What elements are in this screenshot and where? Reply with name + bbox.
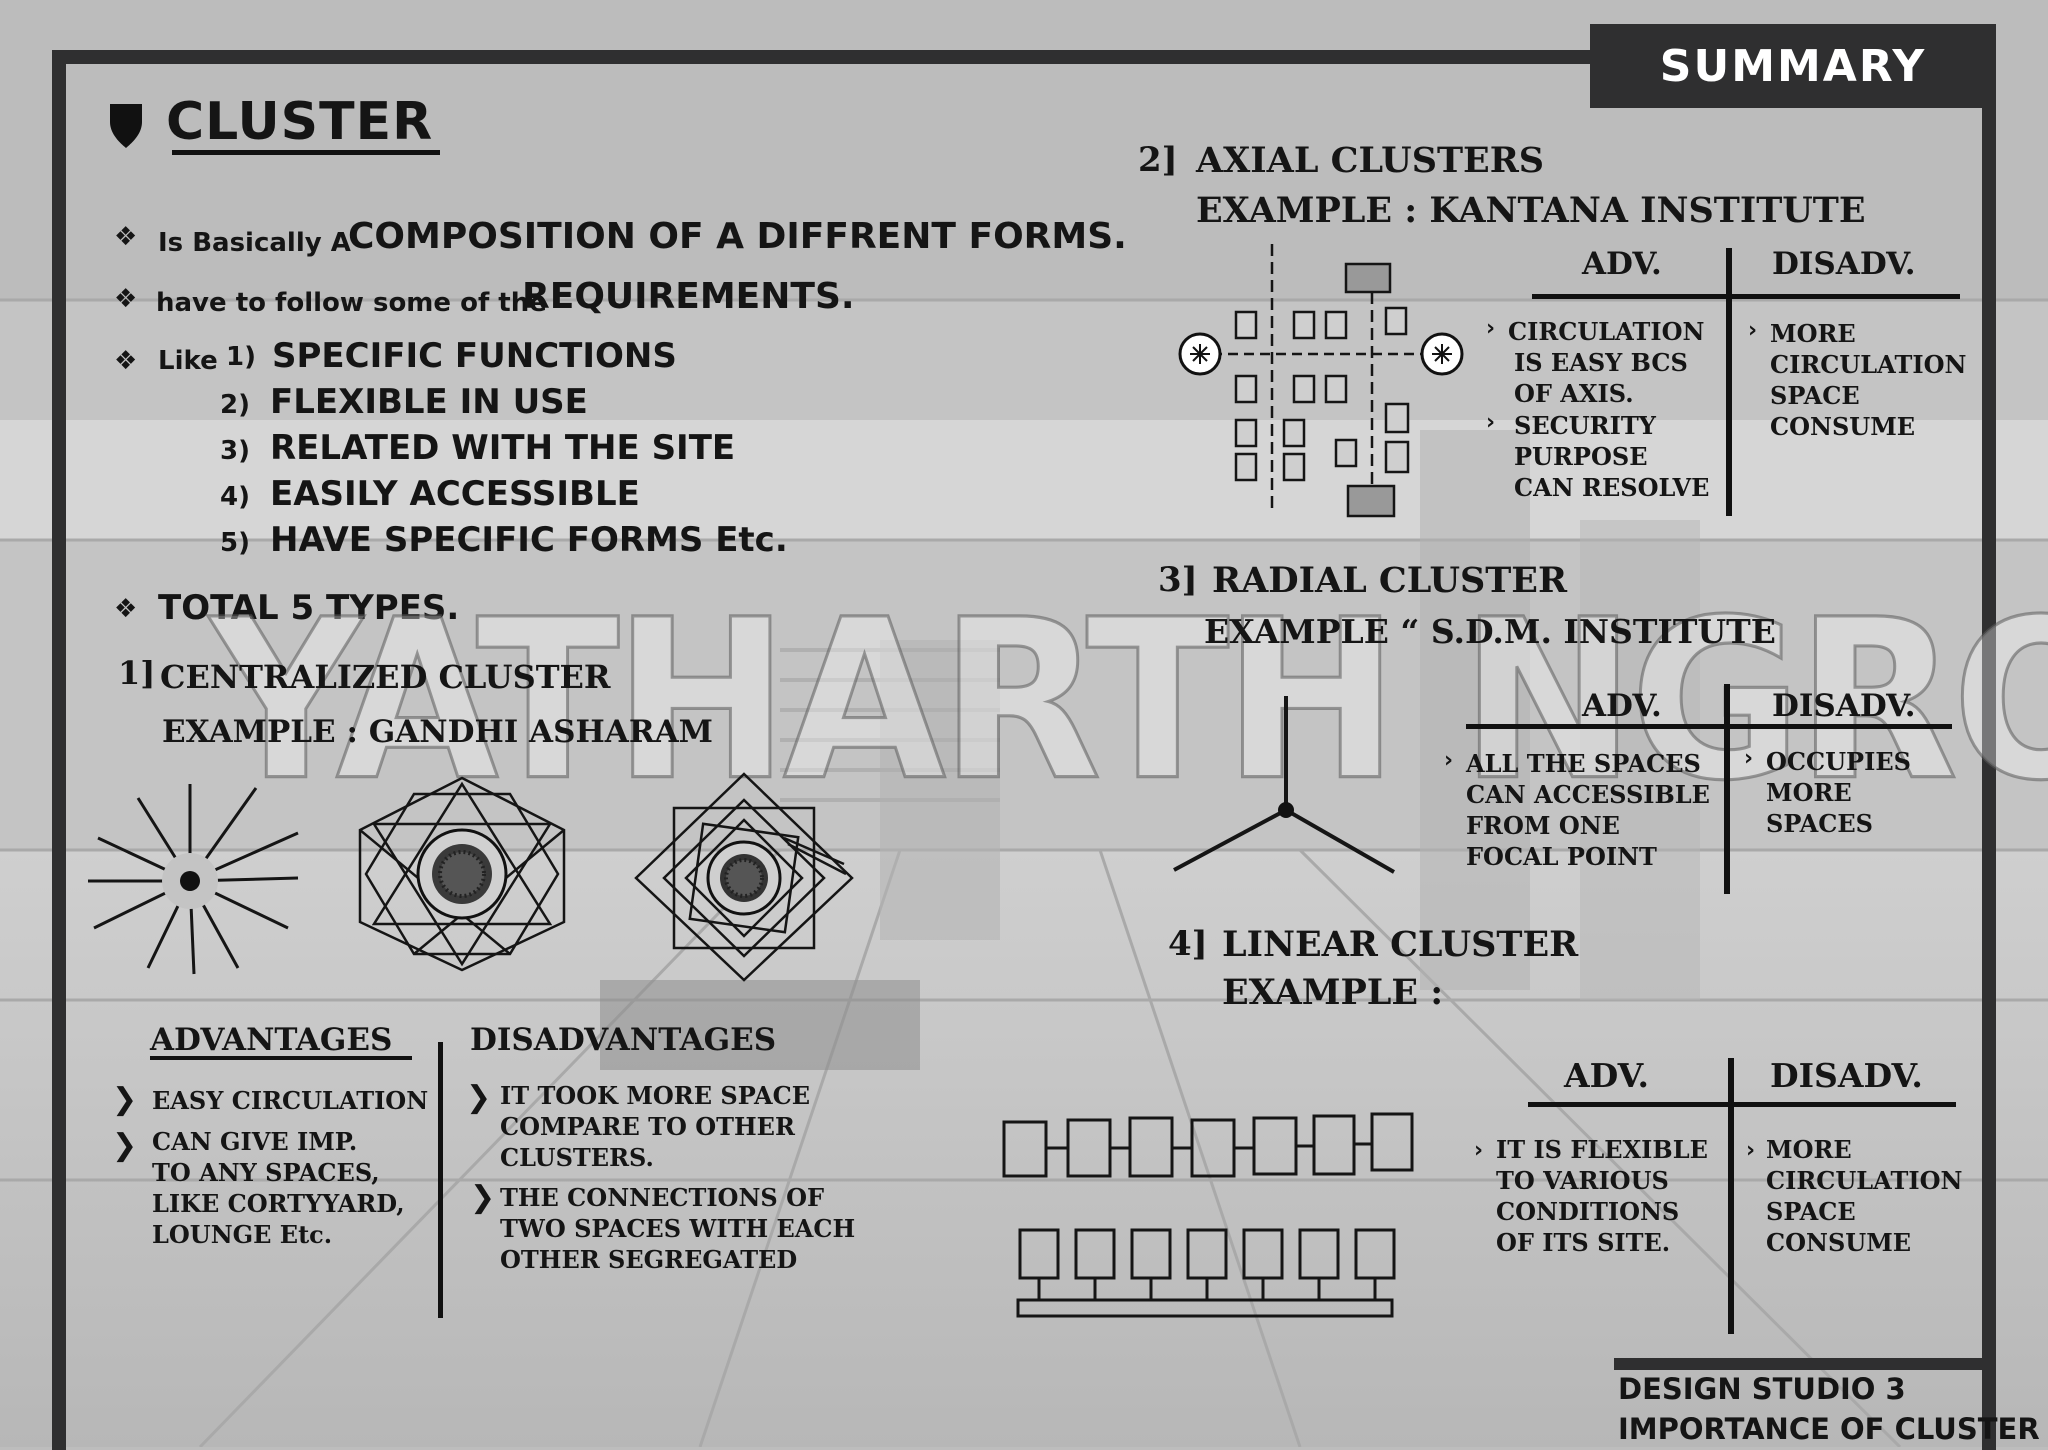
bullet-icon: ❖: [114, 346, 138, 376]
intro-line1-small: Is Basically A: [158, 228, 351, 258]
watermark: YATHARTH NGROUP: [209, 570, 2048, 830]
title-underline: [172, 150, 440, 155]
req-num: 2): [220, 390, 250, 420]
table-rule: [1466, 724, 1952, 729]
intro-line2-small: have to follow some of the: [156, 288, 547, 318]
linear-example: EXAMPLE :: [1222, 972, 1444, 1013]
shield-icon: [110, 104, 142, 148]
frame-bottom-bar: [1614, 1358, 1996, 1370]
intro-line2-big: REQUIREMENTS.: [522, 276, 855, 317]
disadvantages-heading: DISADVANTAGES: [470, 1022, 777, 1058]
footer-studio: DESIGN STUDIO 3: [1618, 1372, 1906, 1406]
arrow-icon: ›: [1746, 1138, 1756, 1163]
centralized-title: CENTRALIZED CLUSTER: [160, 658, 611, 696]
linear-sketch: [1002, 1112, 1414, 1318]
table-divider: [1728, 1058, 1734, 1334]
table-rule: [1532, 294, 1960, 299]
like-label: Like: [158, 346, 218, 376]
section-number: 3]: [1158, 560, 1198, 600]
section-number: 2]: [1138, 140, 1178, 180]
table-rule: [1528, 1102, 1956, 1107]
linear-title: LINEAR CLUSTER: [1222, 924, 1579, 965]
summary-tab: SUMMARY: [1590, 24, 1996, 108]
arrow-icon: ›: [1744, 746, 1754, 771]
arrow-icon: ❯: [112, 1082, 138, 1117]
bullet-icon: ❖: [114, 222, 138, 252]
disadv-heading: DISADV.: [1772, 246, 1916, 282]
section-number: 4]: [1168, 924, 1208, 964]
footer-subject: IMPORTANCE OF CLUSTER: [1618, 1412, 2040, 1446]
axial-title: AXIAL CLUSTERS: [1196, 140, 1545, 181]
radial-example: EXAMPLE “ S.D.M. INSTITUTE: [1204, 612, 1776, 651]
table-divider: [438, 1042, 443, 1318]
req-item: EASILY ACCESSIBLE: [270, 474, 640, 514]
table-divider: [1726, 248, 1732, 516]
advantage-item: CAN GIVE IMP.TO ANY SPACES,LIKE CORTYYAR…: [152, 1127, 405, 1249]
adv-heading: ADV.: [1582, 688, 1662, 724]
starburst-sketch: [88, 784, 299, 975]
hexagram-sketch: [358, 776, 566, 972]
axial-example: EXAMPLE : KANTANA INSTITUTE: [1196, 190, 1866, 231]
disadv-heading: DISADV.: [1772, 688, 1916, 724]
centralized-example: EXAMPLE : GANDHI ASHARAM: [162, 714, 713, 750]
advantages-heading: ADVANTAGES: [150, 1022, 393, 1058]
req-item: FLEXIBLE IN USE: [270, 382, 588, 422]
section-number: 1]: [118, 654, 156, 692]
advantages-underline: [150, 1056, 412, 1060]
arrow-icon: ›: [1486, 410, 1496, 435]
arrow-icon: ›: [1444, 748, 1454, 773]
arrow-icon: ›: [1474, 1138, 1484, 1163]
axial-plan-sketch: [1178, 244, 1464, 518]
arrow-icon: ❯: [466, 1080, 492, 1115]
arrow-icon: ›: [1748, 318, 1758, 343]
bullet-icon: ❖: [114, 594, 138, 624]
disadv-heading: DISADV.: [1770, 1056, 1923, 1095]
intro-line1-big: COMPOSITION OF A DIFFRENT FORMS.: [348, 216, 1127, 257]
page-title: CLUSTER: [166, 92, 434, 152]
arrow-icon: ❯: [470, 1180, 496, 1215]
nested-squares-sketch: [634, 772, 854, 982]
advantage-item: EASY CIRCULATION: [152, 1086, 429, 1115]
req-num: 1): [226, 342, 256, 372]
req-item: SPECIFIC FUNCTIONS: [272, 336, 677, 376]
req-item: RELATED WITH THE SITE: [270, 428, 736, 468]
summary-frame: [52, 50, 1996, 1450]
arrow-icon: ›: [1486, 316, 1496, 341]
table-divider: [1724, 684, 1730, 894]
adv-heading: ADV.: [1582, 246, 1662, 282]
adv-heading: ADV.: [1564, 1056, 1649, 1095]
bullet-icon: ❖: [114, 284, 138, 314]
req-num: 4): [220, 482, 250, 512]
req-num: 3): [220, 436, 250, 466]
arrow-icon: ❯: [112, 1128, 138, 1163]
total-types: TOTAL 5 TYPES.: [158, 588, 460, 628]
req-item: HAVE SPECIFIC FORMS Etc.: [270, 520, 788, 560]
radial-sketch: [1173, 696, 1395, 874]
radial-title: RADIAL CLUSTER: [1212, 560, 1568, 601]
req-num: 5): [220, 528, 250, 558]
